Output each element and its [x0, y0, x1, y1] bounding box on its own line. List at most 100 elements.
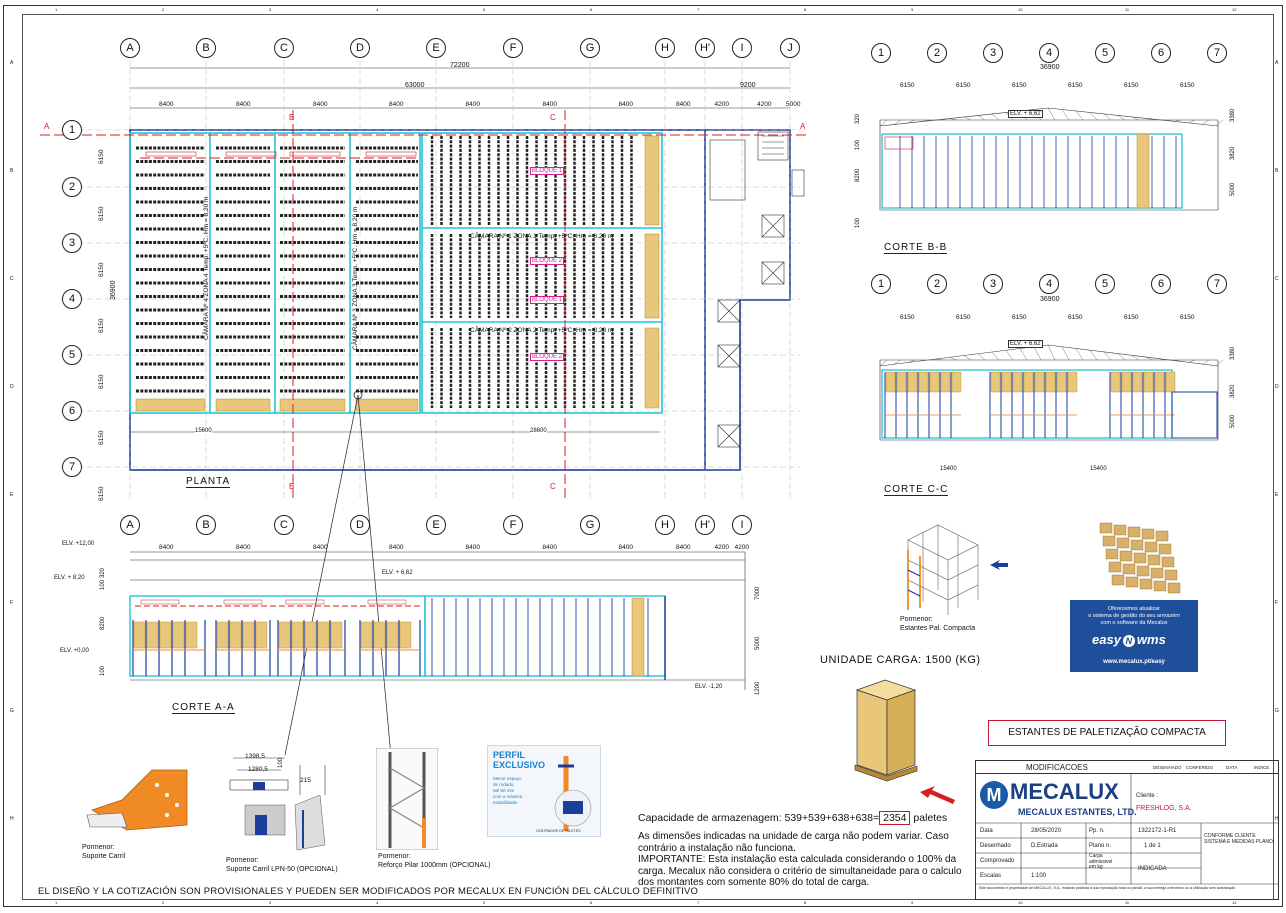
plan-sub-width-1: 63000: [405, 82, 425, 89]
dim-100: 100: [278, 757, 284, 768]
tb-escalas-label: Escalas: [980, 873, 1002, 879]
estantes-title-box: ESTANTES DE PALETIZAÇÃO COMPACTA: [988, 720, 1226, 746]
corte-bb-right-dim: 5000: [1230, 182, 1236, 196]
corte-aa-axis-Hp: H': [695, 515, 715, 535]
corte-cc-right-dim: 3820: [1230, 384, 1236, 398]
corte-bb-bay-dim: 6150: [900, 82, 915, 89]
plan-row-dim: 6150: [98, 206, 105, 221]
easy-promo-text: Oferecemos atualizar o sistema de gestão…: [1088, 606, 1180, 626]
tb-carga-label: Carga admissivel em kg: [1089, 853, 1113, 870]
section-marker-c-bottom: C: [550, 482, 556, 491]
tb-mod-header: MODIFICACOES DESENHADO CONFERIDO DATA IN…: [976, 761, 1278, 774]
plan-bay-dim: 4200: [757, 101, 772, 108]
corte-aa-bay-dim: 8400: [542, 544, 557, 551]
border-bottom-number: 9: [911, 900, 914, 905]
border-top-number: 2: [162, 7, 165, 12]
plan-bay-dim: 8400: [542, 101, 557, 108]
corte-aa-bay-dim: 8400: [313, 544, 328, 551]
corte-aa-left-dim: 320: [100, 567, 106, 578]
bloque-1b-label: BLOQUE 1: [530, 296, 565, 304]
sheet-border: [3, 5, 1283, 907]
corte-bb-title: CORTE B-B: [884, 242, 948, 254]
corte-cc-bottom-dim-2: 15400: [1090, 466, 1107, 472]
corte-bb-left-dim: 320: [855, 113, 861, 124]
corte-aa-axis-A: A: [120, 515, 140, 535]
corte-aa-bay-dim: 8400: [676, 544, 691, 551]
section-marker-c: C: [550, 113, 556, 122]
camara-2-label: CÂMARA Nº 2 ZONA 2 Temp. +5ºC. Hm = 8,20…: [470, 327, 614, 334]
corte-aa-right-dim: 1200: [755, 681, 761, 695]
border-bottom-number: 6: [590, 900, 593, 905]
border-top-number: 4: [376, 7, 379, 12]
border-bottom-number: 1: [55, 900, 58, 905]
border-top-number: 9: [911, 7, 914, 12]
corte-cc-elev: ELV. + 6,62: [1008, 340, 1043, 348]
tb-conforme: CONFORME CLIENTE SISTEMA E MEDIDAS PLANO: [1204, 833, 1273, 845]
plan-row-dim: 6150: [98, 374, 105, 389]
sheet-inner-border: [22, 14, 1274, 900]
tb-modificacoes: MODIFICACOES: [1026, 763, 1088, 772]
border-bottom-number: 4: [376, 900, 379, 905]
easy-url[interactable]: www.mecalux.pt/easy: [1103, 659, 1165, 665]
corte-bb-overall: 36900: [1040, 64, 1060, 71]
plan-col-axis-I: I: [732, 38, 752, 58]
border-bottom-number: 7: [697, 900, 700, 905]
border-left-letter: A: [10, 60, 14, 66]
border-left-letter: E: [10, 492, 14, 498]
reforco-pilar-label: Pormenor: Reforço Pilar 1000mm (OPCIONAL…: [378, 853, 491, 869]
plan-row-axis-2: 2: [62, 177, 82, 197]
tb-desenhado: D.Estrada: [1031, 843, 1058, 849]
corte-aa-bay-dim: 8400: [618, 544, 633, 551]
suporte-lpn-drawing: [229, 757, 326, 851]
plan-bay-dim: 4200: [714, 101, 729, 108]
corte-bb-bay-dim: 6150: [1180, 82, 1195, 89]
border-right-letter: G: [1275, 708, 1279, 714]
tb-pp-label: Pp. n.: [1089, 828, 1105, 834]
corte-bb-axis-3: 3: [983, 43, 1003, 63]
tb-plano-label: Plano n.: [1089, 843, 1112, 849]
tb-data: 28/05/2020: [1031, 828, 1062, 834]
corte-aa-axis-G: G: [580, 515, 600, 535]
plan-overall-width: 72200: [450, 62, 470, 69]
tb-desenhado-label: Desenhado: [980, 843, 1011, 849]
capacity-line: Capacidade de armazenagem: 539+539+638+6…: [638, 811, 948, 825]
easy-logo-n-icon: N: [1122, 635, 1135, 647]
corte-aa-elev-mid: ELV. + 8,20: [54, 575, 85, 581]
mecalux-brand: MECALUX: [1010, 779, 1119, 804]
perfil-title: PERFIL EXCLUSIVO: [493, 750, 546, 770]
plan-row-dim: 6150: [98, 149, 105, 164]
pallet-unit-drawing: [854, 679, 918, 782]
corte-aa-bay-dim: 8400: [465, 544, 480, 551]
corte-aa-title: CORTE A-A: [172, 702, 235, 714]
corte-aa-axis-I: I: [732, 515, 752, 535]
bloque-1-label: BLOQUE 1: [530, 167, 565, 175]
warehouse-iso-image: [1099, 522, 1181, 594]
border-bottom-number: 3: [269, 900, 272, 905]
plan-row-axis-5: 5: [62, 345, 82, 365]
mecalux-logo-icon: M: [980, 781, 1008, 809]
capacity-suffix: paletes: [910, 812, 948, 824]
corte-cc-bay-dim: 6150: [956, 314, 971, 321]
section-marker-a: A: [44, 122, 50, 131]
corte-cc-overall: 36900: [1040, 296, 1060, 303]
corte-cc-bay-dim: 6150: [900, 314, 915, 321]
corte-bb-bay-dim: 6150: [1068, 82, 1083, 89]
plan-row-dim: 6150: [98, 486, 105, 501]
title-block: MODIFICACOES DESENHADO CONFERIDO DATA IN…: [975, 760, 1279, 900]
footer-disclaimer: EL DISEÑO Y LA COTIZACIÓN SON PROVISIONA…: [38, 886, 699, 897]
border-bottom-number: 10: [1018, 900, 1023, 905]
estantes-iso-drawing: [907, 524, 979, 615]
plan-bay-dim: 8400: [676, 101, 691, 108]
plan-col-axis-C: C: [274, 38, 294, 58]
tb-escalas: 1:100: [1031, 873, 1047, 879]
plan-bay-dim: 5000: [786, 101, 801, 108]
corte-aa-left-dim: 100: [100, 665, 106, 676]
camara-3-label: CÂMARA Nº 3 ZONA 3 Temp. +5ºC. Hm = 8,20…: [352, 206, 359, 350]
plan-col-axis-H: H: [655, 38, 675, 58]
corte-cc-bay-dim: 6150: [1012, 314, 1027, 321]
easy-promo-box: Oferecemos atualizar o sistema de gestão…: [1070, 600, 1198, 672]
corte-bb-elev: ELV. + 6,62: [1008, 110, 1043, 118]
corte-bb-axis-2: 2: [927, 43, 947, 63]
corte-cc-axis-2: 2: [927, 274, 947, 294]
